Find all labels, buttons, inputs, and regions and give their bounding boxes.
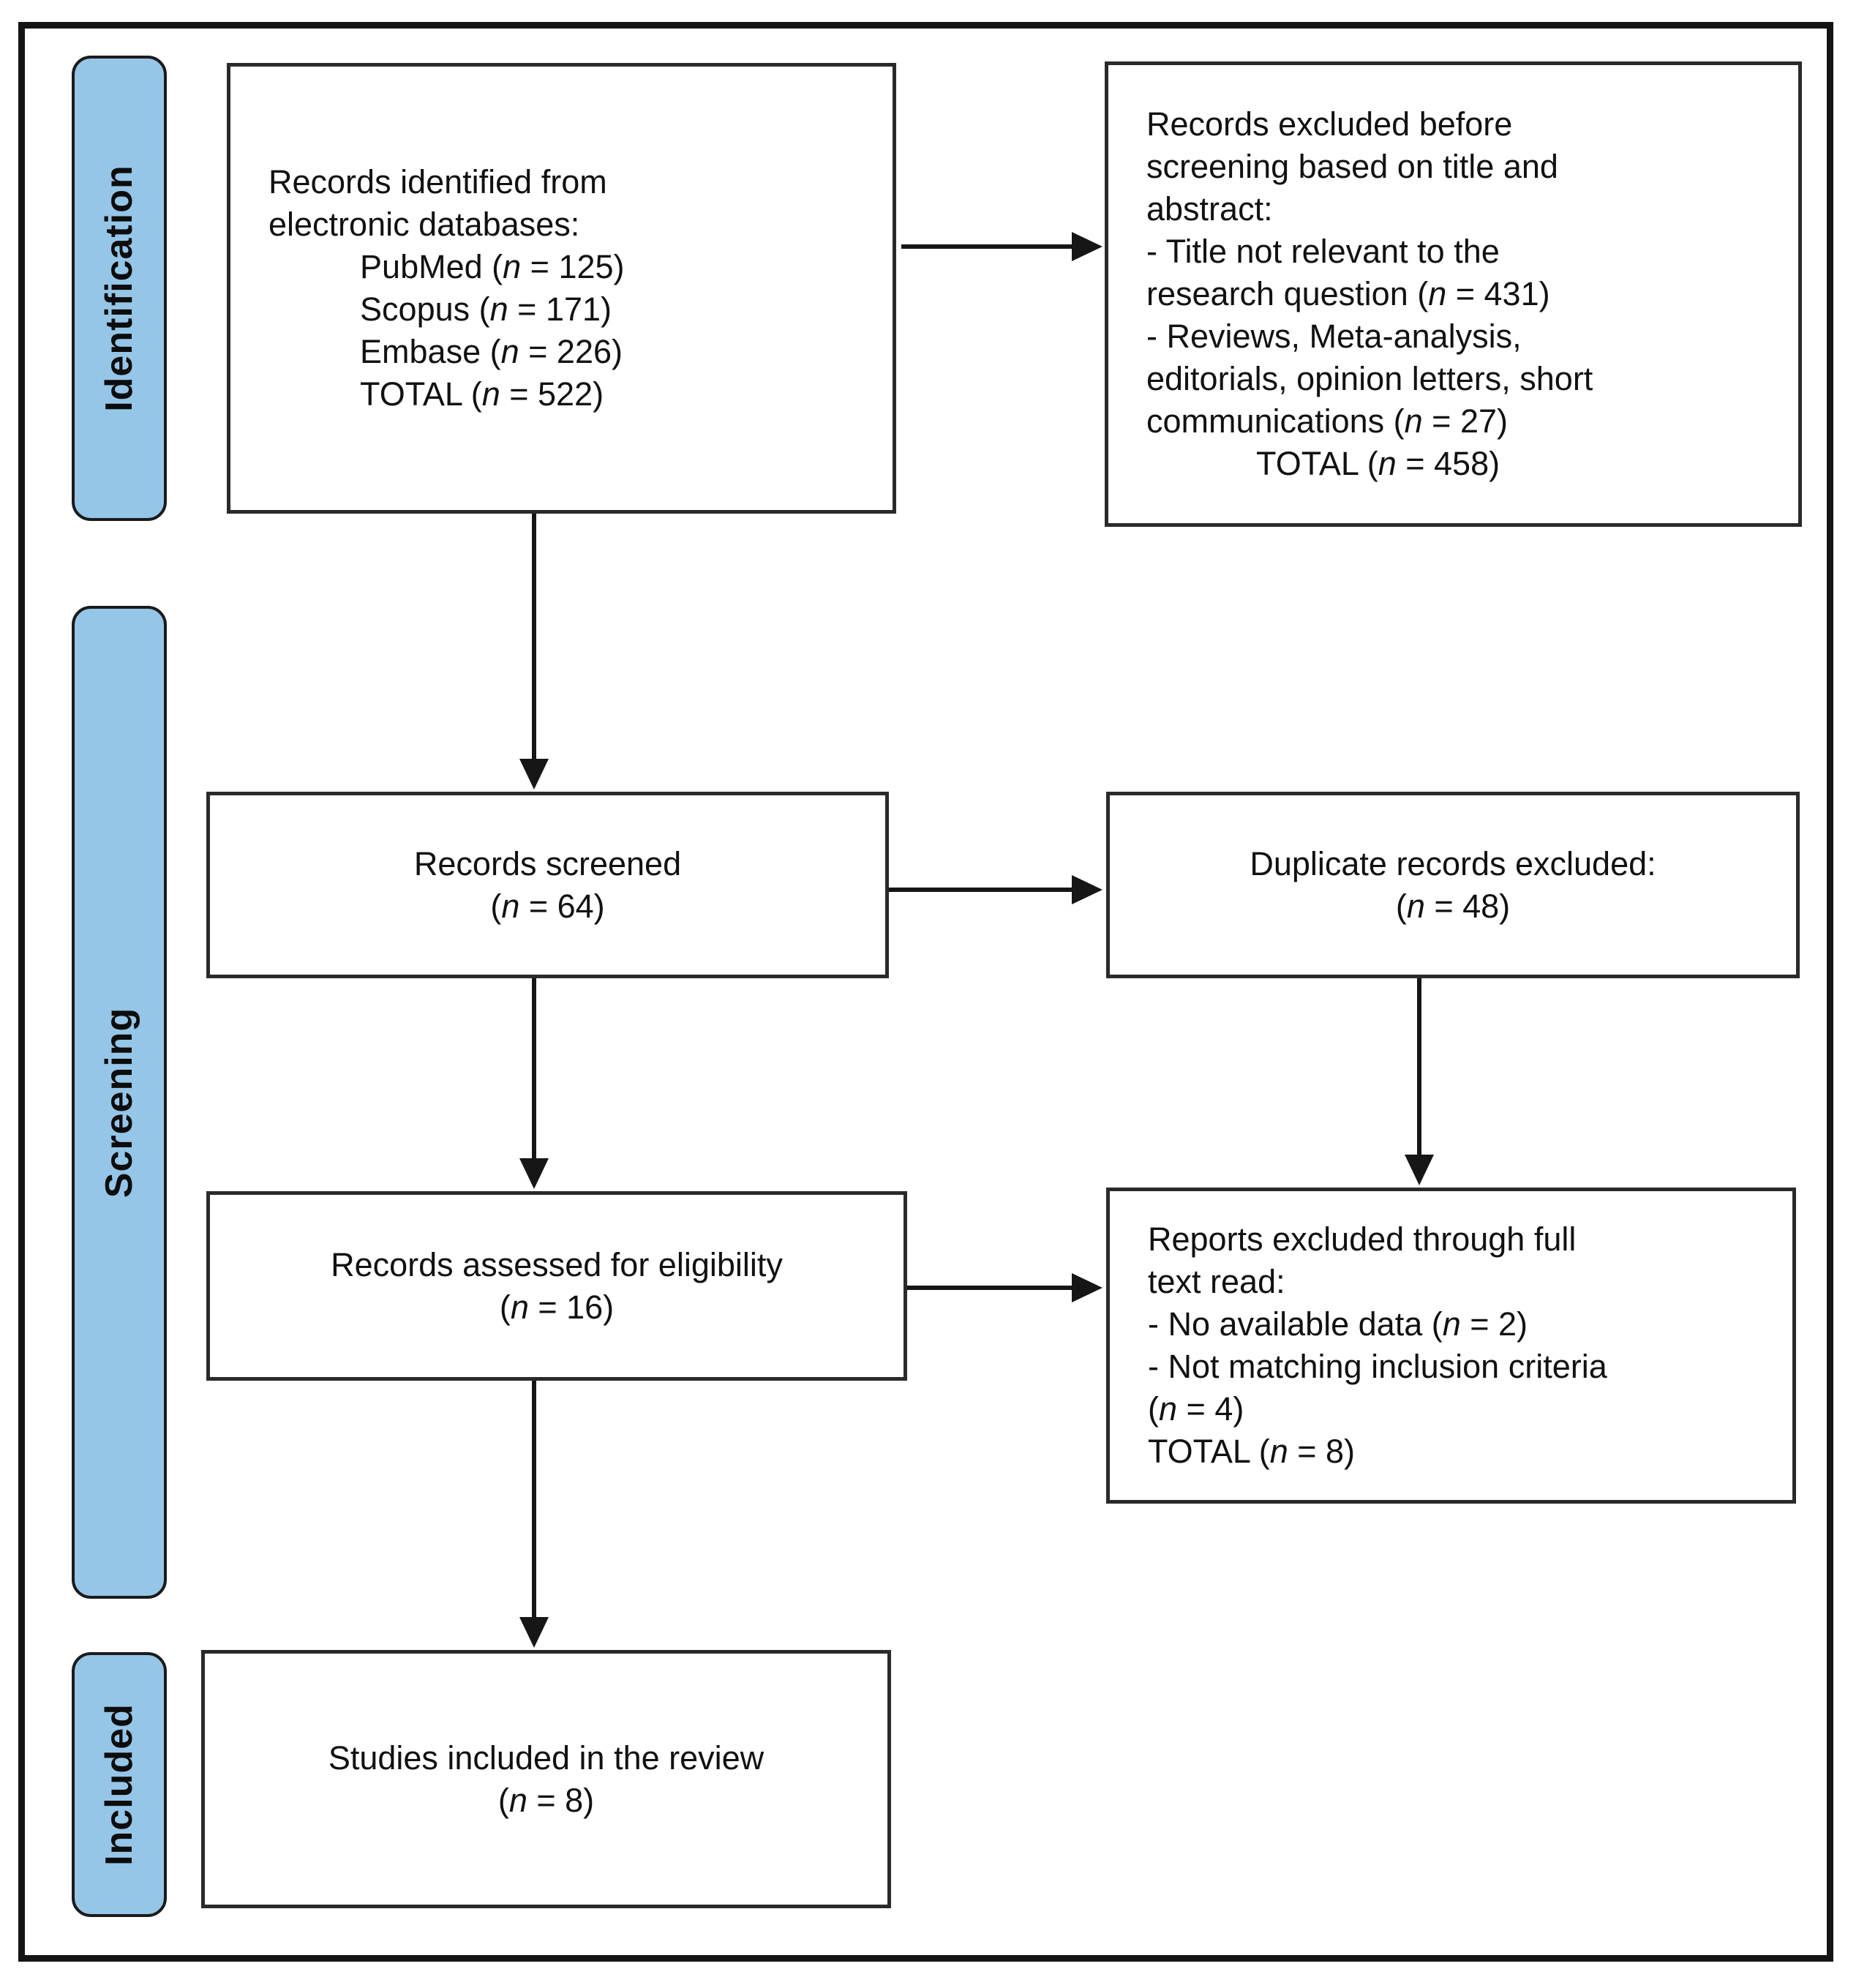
box-studies-included: Studies included in the review(n = 8)	[201, 1650, 891, 1908]
arrow-identified-to-screened-line	[532, 514, 536, 760]
arrow-screened-to-assessed-line	[532, 978, 536, 1160]
arrow-duplicates-to-fulltext-head	[1405, 1155, 1434, 1185]
stage-label-screening: Screening	[98, 1007, 141, 1198]
arrow-identified-to-screened-head	[519, 759, 549, 789]
stage-tab-identification: Identification	[72, 56, 167, 521]
arrow-identified-to-excluded-line	[901, 244, 1075, 249]
arrow-assessed-to-included-head	[519, 1617, 549, 1648]
arrow-assessed-to-fulltext-line	[907, 1286, 1075, 1290]
arrow-assessed-to-fulltext-head	[1072, 1273, 1102, 1302]
arrow-duplicates-to-fulltext-line	[1417, 978, 1421, 1156]
box-studies-included-text: Studies included in the review(n = 8)	[328, 1738, 765, 1819]
box-duplicate-records-excluded-text: Duplicate records excluded:(n = 48)	[1250, 844, 1656, 925]
arrow-identified-to-excluded-head	[1072, 232, 1102, 261]
arrow-screened-to-duplicates-line	[889, 888, 1075, 892]
box-duplicate-records-excluded: Duplicate records excluded:(n = 48)	[1106, 792, 1800, 978]
box-records-assessed-eligibility-text: Records assessed for eligibility(n = 16)	[331, 1245, 783, 1326]
box-records-screened-text: Records screened(n = 64)	[413, 844, 682, 925]
stage-label-identification: Identification	[98, 165, 140, 412]
arrow-screened-to-duplicates-head	[1072, 875, 1102, 904]
box-records-assessed-eligibility: Records assessed for eligibility(n = 16)	[206, 1191, 907, 1381]
box-records-screened: Records screened(n = 64)	[206, 792, 889, 978]
stage-label-included: Included	[98, 1703, 141, 1866]
stage-tab-included: Included	[72, 1652, 167, 1917]
stage-tab-screening: Screening	[72, 606, 167, 1599]
arrow-screened-to-assessed-head	[519, 1158, 549, 1189]
arrow-assessed-to-included-line	[532, 1381, 536, 1618]
